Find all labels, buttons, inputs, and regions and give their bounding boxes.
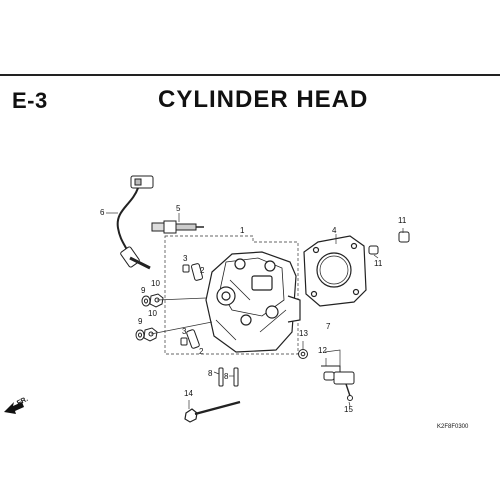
- callout-2-upper: 2: [200, 266, 205, 275]
- callout-6: 6: [100, 208, 105, 217]
- callout-15: 15: [344, 405, 353, 414]
- leader-lines: [106, 212, 404, 409]
- front-direction-arrow-icon: [4, 402, 24, 414]
- cylinder-head-gasket-part: [303, 235, 367, 307]
- callout-14: 14: [184, 389, 193, 398]
- diagram-reference-code: K2F8F0300: [437, 424, 469, 430]
- callout-3-lower: 3: [182, 327, 187, 336]
- sensor-assembly-part: [321, 365, 355, 401]
- section-code: E-3: [12, 88, 48, 113]
- stud-bolt-part: [218, 367, 239, 387]
- spark-plug-cap-part: [116, 175, 154, 270]
- callout-7: 7: [326, 322, 331, 331]
- callout-10-lower: 10: [148, 309, 157, 318]
- assembly-boundary: [164, 235, 299, 355]
- washer-nut-upper-part: [141, 293, 164, 308]
- callout-9-upper: 9: [141, 286, 146, 295]
- dowel-stud-lower-part: [180, 329, 200, 349]
- callout-11-right: 11: [398, 216, 407, 225]
- callout-1: 1: [240, 226, 245, 235]
- callout-11-left: 11: [374, 259, 383, 268]
- dowel-pin-part: [368, 231, 410, 255]
- callout-10-upper: 10: [151, 279, 160, 288]
- callout-3-upper: 3: [183, 254, 188, 263]
- callout-9-lower: 9: [138, 317, 143, 326]
- dowel-stud-upper-part: [182, 263, 203, 281]
- page-title: CYLINDER HEAD: [158, 86, 369, 113]
- sealing-bolt-part: [298, 349, 308, 359]
- callout-13: 13: [299, 329, 308, 338]
- header-rule: [0, 74, 500, 76]
- spark-plug-part: [151, 220, 204, 234]
- callout-4: 4: [332, 226, 337, 235]
- callout-8-left: 8: [208, 369, 213, 378]
- washer-nut-lower-part: [135, 327, 158, 342]
- callout-2-lower: 2: [199, 347, 204, 356]
- cylinder-head-part: [205, 251, 301, 353]
- callout-8-right: 8: [224, 372, 229, 381]
- long-bolt-part: [184, 400, 241, 423]
- callout-12: 12: [318, 346, 327, 355]
- callout-5: 5: [176, 204, 181, 213]
